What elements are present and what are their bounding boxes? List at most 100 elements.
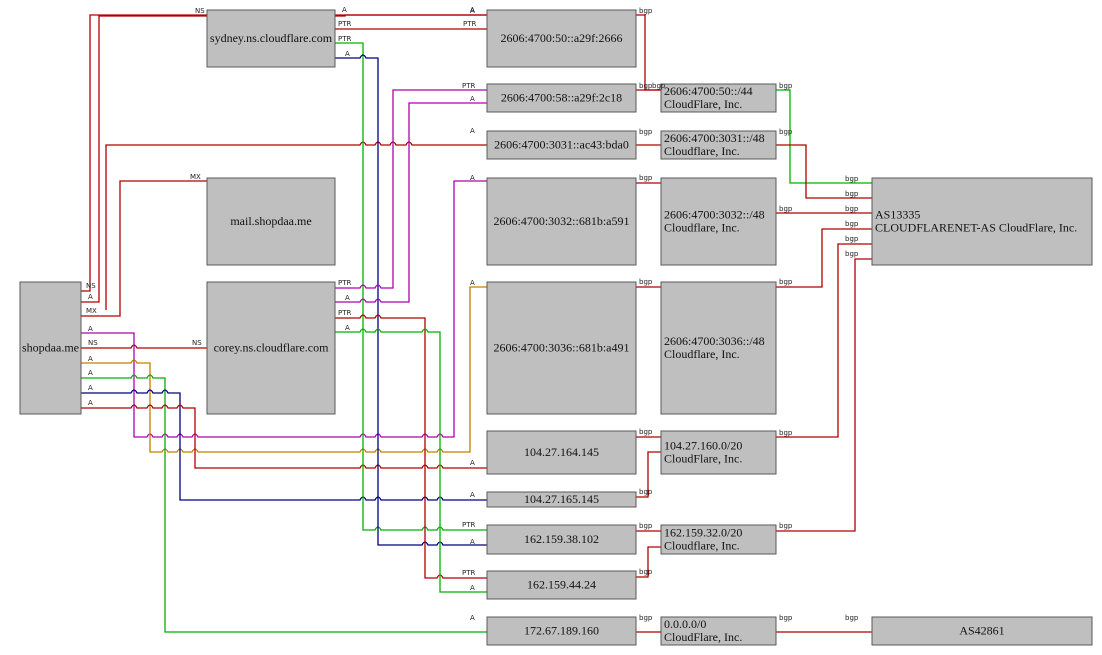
- node-label: 2606:4700:58::a29f:2c18: [501, 91, 622, 105]
- edge-label: A: [470, 614, 475, 622]
- edge-e-shop-corey-ns: [81, 344, 207, 349]
- node-as42861[interactable]: AS42861: [871, 616, 1093, 646]
- node-ip-164[interactable]: 104.27.164.145: [486, 430, 637, 475]
- node-corey[interactable]: corey.ns.cloudflare.com: [206, 281, 336, 415]
- edge-e-shop-165-a: [81, 389, 487, 501]
- node-box: [486, 281, 637, 415]
- node-mail[interactable]: mail.shopdaa.me: [206, 177, 336, 266]
- edge-line: [335, 89, 487, 289]
- edge-label: A: [470, 538, 475, 546]
- edge-line: [81, 286, 487, 453]
- node-box: [660, 616, 777, 646]
- edge-line: [81, 14, 207, 292]
- edge-label: bgp: [779, 82, 793, 90]
- edge-label: bgp: [845, 614, 859, 622]
- edge-line: [776, 228, 872, 288]
- edge-label: bgp: [639, 428, 653, 436]
- edge-line: [81, 180, 487, 438]
- edge-label: A: [470, 95, 475, 103]
- edge-label: A: [470, 174, 475, 182]
- node-ip-2c18[interactable]: 2606:4700:58::a29f:2c18: [486, 83, 637, 113]
- edge-e-shop-a491-a: [81, 286, 487, 453]
- node-label: 2606:4700:3032::/48: [664, 208, 765, 222]
- node-box: [660, 83, 777, 113]
- node-label: sydney.ns.cloudflare.com: [210, 31, 333, 45]
- edge-line: [335, 42, 487, 531]
- node-label: 162.159.44.24: [527, 578, 596, 592]
- edge-label: A: [88, 369, 93, 377]
- edge-line: [81, 344, 207, 349]
- node-label: 2606:4700:50::a29f:2666: [501, 31, 623, 45]
- edge-line: [81, 404, 487, 469]
- edge-line: [776, 258, 872, 532]
- edge-label: NS: [86, 282, 96, 290]
- node-label: shopdaa.me: [22, 341, 79, 355]
- edge-line: [81, 180, 207, 317]
- node-label: 2606:4700:50::/44: [664, 84, 753, 98]
- edge-line: [776, 243, 872, 438]
- edge-label: bgp: [845, 250, 859, 258]
- edge-e-sydney-38-a: [335, 54, 487, 546]
- node-shopdaa[interactable]: shopdaa.me: [19, 281, 82, 415]
- node-box: [206, 9, 336, 68]
- edge-e-pf162-as13335: [776, 258, 872, 532]
- edge-e-shop-a591-a: [81, 180, 487, 438]
- edge-label: A: [345, 50, 350, 58]
- node-ip-a591[interactable]: 2606:4700:3032::681b:a591: [486, 177, 637, 266]
- node-ip-bda0[interactable]: 2606:4700:3031::ac43:bda0: [486, 130, 637, 160]
- node-label: 2606:4700:3036::681b:a491: [494, 341, 630, 355]
- edge-label: bgp: [639, 128, 653, 136]
- edge-label: A: [470, 7, 475, 15]
- node-box: [660, 177, 777, 266]
- node-box: [486, 570, 637, 600]
- edge-label: PTR: [338, 35, 351, 43]
- node-box: [660, 130, 777, 160]
- edge-line: [81, 389, 487, 501]
- edge-label: A: [88, 293, 93, 301]
- edge-label: bgp: [845, 175, 859, 183]
- node-box: [19, 281, 82, 415]
- node-box: [486, 430, 637, 475]
- node-ip-165[interactable]: 104.27.165.145: [486, 491, 637, 508]
- edge-label: PTR: [462, 82, 475, 90]
- node-sydney[interactable]: sydney.ns.cloudflare.com: [206, 9, 336, 68]
- node-box: [486, 9, 637, 68]
- edge-line: [636, 451, 661, 498]
- edge-label: bgp: [845, 235, 859, 243]
- node-label: CloudFlare, Inc.: [664, 97, 742, 111]
- node-ip-a491[interactable]: 2606:4700:3036::681b:a491: [486, 281, 637, 415]
- edge-e-pf50-as13335: [776, 89, 872, 184]
- node-ip-44[interactable]: 162.159.44.24: [486, 570, 637, 600]
- edge-e-pf104-as13335: [776, 243, 872, 438]
- edge-label: PTR: [462, 569, 475, 577]
- node-ip-2666[interactable]: 2606:4700:50::a29f:2666: [486, 9, 637, 68]
- edge-label: MX: [86, 307, 97, 315]
- node-label: corey.ns.cloudflare.com: [214, 341, 330, 355]
- edge-e-165-pf104: [636, 451, 661, 498]
- node-label: CloudFlare, Inc.: [664, 630, 742, 644]
- edge-line: [335, 314, 487, 579]
- edge-label: bgp: [639, 7, 653, 15]
- edge-label: bgp: [845, 205, 859, 213]
- edge-line: [636, 14, 661, 91]
- node-label: CLOUDFLARENET-AS CloudFlare, Inc.: [875, 221, 1077, 235]
- node-box: [486, 177, 637, 266]
- node-box: [660, 430, 777, 475]
- edge-e-2666-pf50: [636, 14, 661, 91]
- edge-label: PTR: [338, 279, 351, 287]
- node-ip-172[interactable]: 172.67.189.160: [486, 616, 637, 646]
- node-label: 104.27.160.0/20: [664, 439, 742, 453]
- node-ip-38[interactable]: 162.159.38.102: [486, 524, 637, 555]
- edge-label: bgp: [845, 220, 859, 228]
- edge-line: [335, 328, 487, 593]
